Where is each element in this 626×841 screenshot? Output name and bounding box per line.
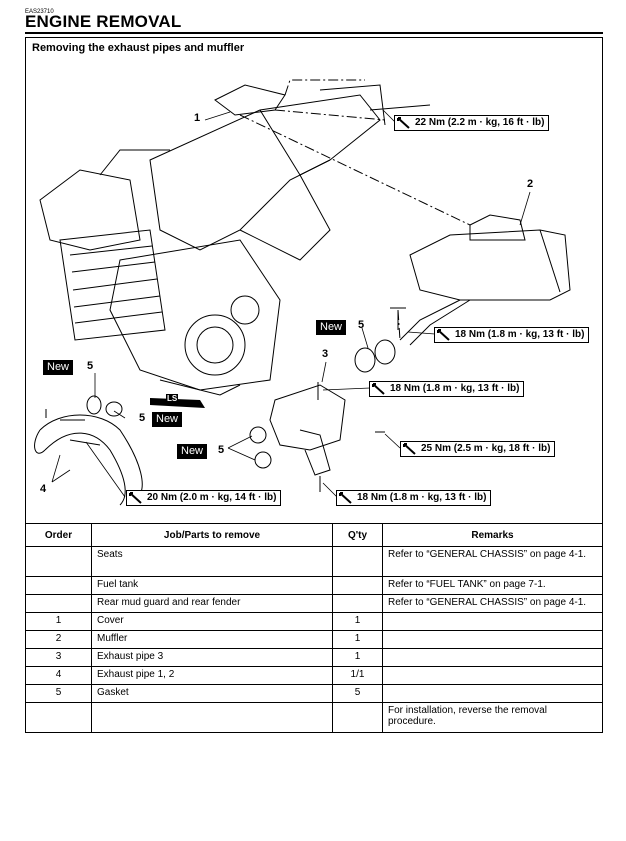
qty-cell: 1: [332, 612, 383, 631]
column-header: Job/Parts to remove: [91, 523, 333, 547]
remarks-cell: [382, 648, 603, 667]
table-row: 5 Gasket 5: [25, 684, 603, 703]
remarks-cell: [382, 612, 603, 631]
remarks-cell: Refer to “FUEL TANK” on page 7-1.: [382, 576, 603, 595]
table-row: 4 Exhaust pipe 1, 2 1/1: [25, 666, 603, 685]
remarks-cell: Refer to “GENERAL CHASSIS” on page 4-1.: [382, 546, 603, 577]
table-row: For installation, reverse the removal pr…: [25, 702, 603, 733]
torque-label: 22 Nm (2.2 m · kg, 16 ft · lb): [394, 115, 550, 131]
table-row: 1 Cover 1: [25, 612, 603, 631]
section-title: Removing the exhaust pipes and muffler: [32, 42, 245, 54]
part-cell: Gasket: [91, 684, 333, 703]
lock-label: LS: [166, 394, 179, 403]
order-cell: [25, 594, 92, 613]
wrench-icon: [403, 443, 416, 455]
order-cell: [25, 576, 92, 595]
part-cell: Cover: [91, 612, 333, 631]
callout-3: 3: [322, 348, 329, 360]
order-cell: 5: [25, 684, 92, 703]
table-row: 3 Exhaust pipe 3 1: [25, 648, 603, 667]
order-cell: 1: [25, 612, 92, 631]
callout-5c: 5: [218, 444, 225, 456]
remarks-cell: [382, 630, 603, 649]
remarks-cell: For installation, reverse the removal pr…: [382, 702, 603, 733]
order-cell: 3: [25, 648, 92, 667]
table-row: Seats Refer to “GENERAL CHASSIS” on page…: [25, 546, 603, 577]
wrench-icon: [372, 383, 385, 395]
table-row: Rear mud guard and rear fender Refer to …: [25, 594, 603, 613]
order-cell: 4: [25, 666, 92, 685]
title-rule: [25, 32, 603, 34]
order-cell: 2: [25, 630, 92, 649]
wrench-icon: [339, 492, 352, 504]
qty-cell: 5: [332, 684, 383, 703]
table-row: Fuel tank Refer to “FUEL TANK” on page 7…: [25, 576, 603, 595]
wrench-icon: [129, 492, 142, 504]
column-header: Remarks: [382, 523, 603, 547]
part-cell: Fuel tank: [91, 576, 333, 595]
column-header: Q'ty: [332, 523, 383, 547]
callout-2: 2: [527, 178, 534, 190]
callout-5a: 5: [87, 360, 94, 372]
part-cell: Muffler: [91, 630, 333, 649]
qty-cell: [332, 702, 383, 733]
new-tag: New: [177, 444, 208, 459]
document-code: EAS23710: [25, 9, 54, 15]
torque-label: 20 Nm (2.0 m · kg, 14 ft · lb): [126, 490, 282, 506]
table-header-row: Order Job/Parts to remove Q'ty Remarks: [25, 523, 603, 547]
column-header: Order: [25, 523, 92, 547]
torque-label: 25 Nm (2.5 m · kg, 18 ft · lb): [400, 441, 556, 457]
order-cell: [25, 546, 92, 577]
callout-1: 1: [194, 112, 201, 124]
wrench-icon: [397, 117, 410, 129]
callout-4: 4: [40, 483, 47, 495]
new-tag: New: [316, 320, 347, 335]
qty-cell: 1: [332, 648, 383, 667]
parts-table: Order Job/Parts to remove Q'ty Remarks S…: [25, 523, 603, 733]
qty-cell: [332, 576, 383, 595]
part-cell: [91, 702, 333, 733]
locking-pliers-icon: [150, 398, 205, 408]
torque-label: 18 Nm (1.8 m · kg, 13 ft · lb): [369, 381, 525, 397]
new-tag: New: [152, 412, 183, 427]
wrench-icon: [437, 329, 450, 341]
callout-5d: 5: [358, 319, 365, 331]
part-cell: Exhaust pipe 3: [91, 648, 333, 667]
part-cell: Exhaust pipe 1, 2: [91, 666, 333, 685]
part-cell: Rear mud guard and rear fender: [91, 594, 333, 613]
callout-5b: 5: [139, 412, 146, 424]
table-row: 2 Muffler 1: [25, 630, 603, 649]
torque-label: 18 Nm (1.8 m · kg, 13 ft · lb): [434, 327, 590, 343]
order-cell: [25, 702, 92, 733]
qty-cell: [332, 546, 383, 577]
part-cell: Seats: [91, 546, 333, 577]
new-tag: New: [43, 360, 74, 375]
remarks-cell: Refer to “GENERAL CHASSIS” on page 4-1.: [382, 594, 603, 613]
qty-cell: 1/1: [332, 666, 383, 685]
torque-label: 18 Nm (1.8 m · kg, 13 ft · lb): [336, 490, 492, 506]
page-title: ENGINE REMOVAL: [25, 12, 182, 31]
remarks-cell: [382, 666, 603, 685]
qty-cell: [332, 594, 383, 613]
qty-cell: 1: [332, 630, 383, 649]
remarks-cell: [382, 684, 603, 703]
